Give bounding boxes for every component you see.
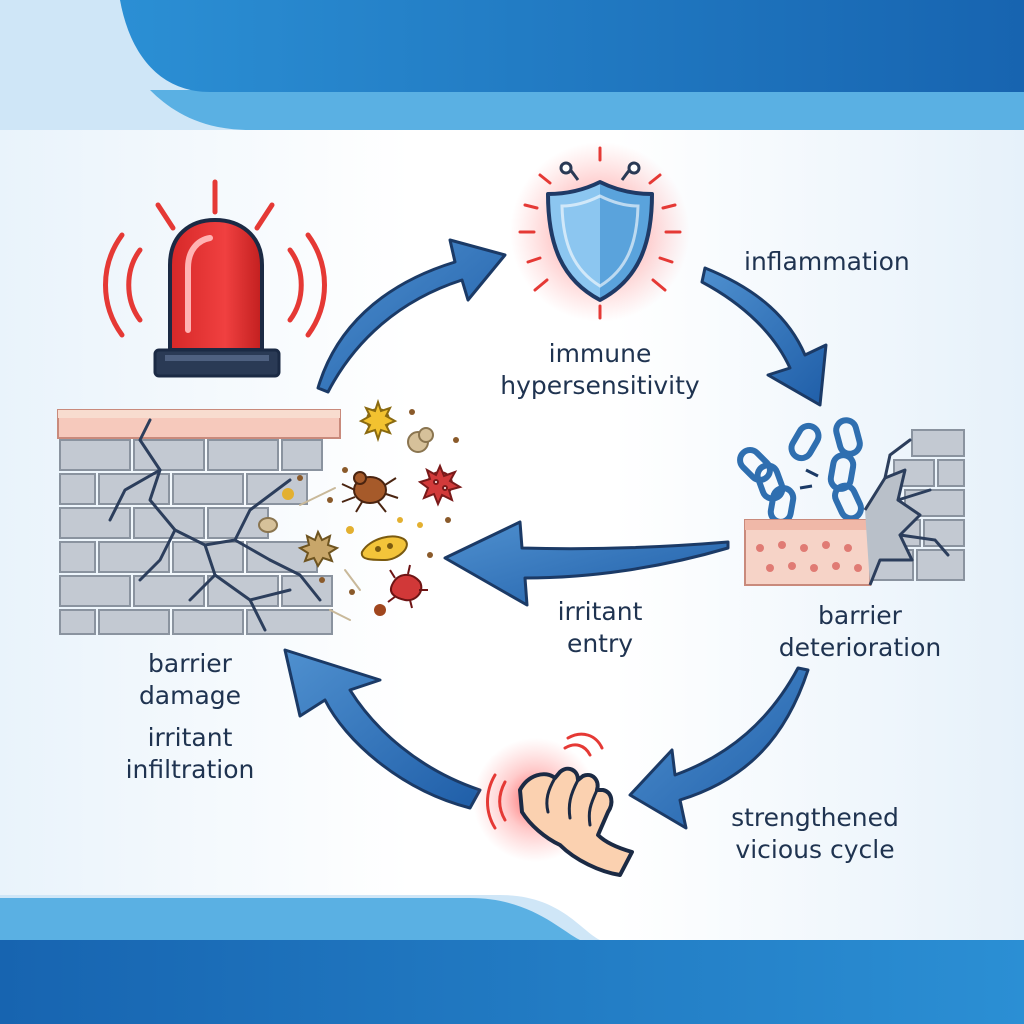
label-infiltration-line2: infiltration: [125, 755, 255, 784]
label-immune-hypersensitivity: immune hypersensitivity: [460, 338, 740, 402]
label-irritant-entry-line2: entry: [566, 629, 634, 658]
arrow-to-itch: [628, 666, 810, 830]
itching-hand-icon: [473, 732, 634, 877]
label-barrier-damage-line2: damage: [138, 681, 242, 710]
arrow-to-immune: [316, 238, 507, 394]
label-barrier-deterioration: barrier deterioration: [740, 600, 980, 664]
arrow-to-deterioration: [700, 266, 828, 407]
top-banner: [0, 0, 1024, 130]
shield-icon: [510, 142, 690, 322]
arrow-to-barrier-damage: [283, 648, 482, 810]
label-irritant-entry: irritant entry: [520, 596, 680, 660]
label-strengthened-vicious-cycle: strengthened vicious cycle: [710, 802, 920, 866]
label-inflammation-text: inflammation: [744, 247, 910, 276]
germs-icon: [258, 398, 463, 621]
label-strengthened-line1: strengthened: [731, 803, 899, 832]
label-barrier-damage: barrier damage: [120, 648, 260, 712]
cycle-arrow-icon: [283, 238, 828, 830]
arrow-irritant-entry: [443, 520, 730, 607]
label-immune-line2: hypersensitivity: [500, 371, 700, 400]
bottom-banner: [0, 895, 1024, 1024]
label-irritant-entry-line1: irritant: [557, 597, 643, 626]
label-irritant-infiltration: irritant infiltration: [110, 722, 270, 786]
cracked-brick-wall-icon: [57, 409, 341, 635]
mite: [341, 471, 399, 513]
label-deterioration-line1: barrier: [818, 601, 902, 630]
alarm-light-icon: [103, 179, 327, 378]
label-strengthened-line2: vicious cycle: [735, 835, 895, 864]
label-barrier-damage-line1: barrier: [148, 649, 232, 678]
label-infiltration-line1: irritant: [147, 723, 233, 752]
label-immune-line1: immune: [548, 339, 652, 368]
label-inflammation: inflammation: [744, 246, 910, 278]
label-deterioration-line2: deterioration: [778, 633, 942, 662]
deteriorating-barrier-icon: [744, 429, 965, 586]
